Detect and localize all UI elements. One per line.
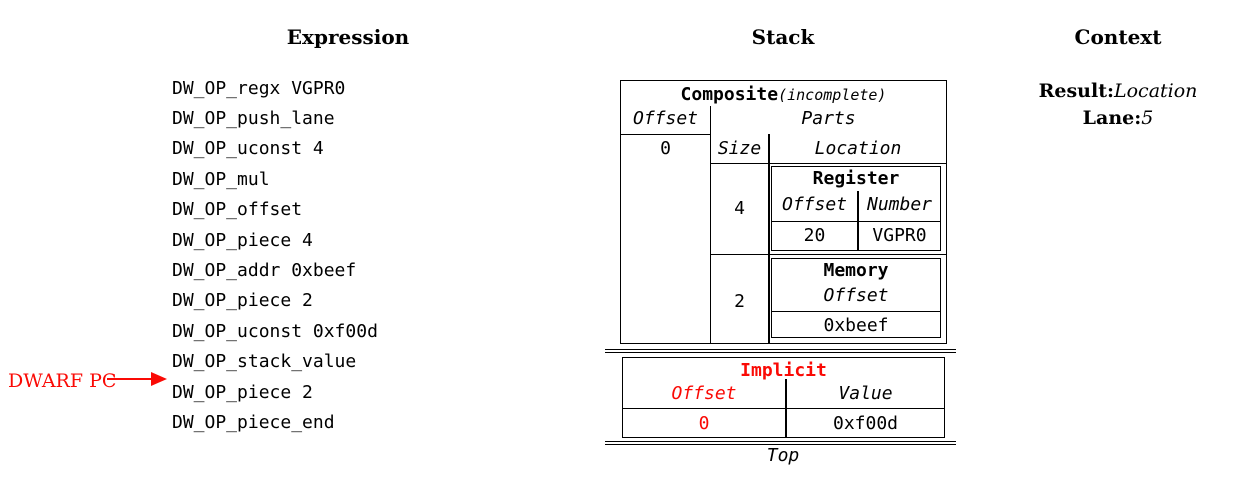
implicit-value-value: 0xf00d <box>832 413 899 434</box>
expression-op: DW_OP_offset <box>172 199 303 221</box>
composite-offset-header-rule <box>621 134 710 135</box>
lane-value: 5 <box>1141 107 1154 129</box>
implicit-header-rule <box>623 408 944 409</box>
composite-qualifier: (incomplete) <box>778 86 887 104</box>
memory-offset-value: 0xbeef <box>823 315 889 336</box>
implicit-title: Implicit <box>740 360 827 381</box>
context-result-line: Result:Location <box>1039 80 1198 102</box>
context-lane-line: Lane:5 <box>1083 107 1154 129</box>
register-number-header: Number <box>866 194 933 215</box>
memory-location-table: Memory Offset 0xbeef <box>771 258 941 338</box>
register-offset-value: 20 <box>803 225 826 246</box>
composite-subheader-rule <box>711 163 946 164</box>
expression-op: DW_OP_piece_end <box>172 411 335 433</box>
part1-size-value: 4 <box>734 198 745 219</box>
composite-size-location-divider <box>768 134 770 343</box>
result-value: Location <box>1113 80 1198 102</box>
memory-title: Memory <box>823 260 889 281</box>
register-column-divider <box>857 191 859 250</box>
composite-location-header: Location <box>814 138 902 159</box>
composite-title: Composite <box>680 84 779 105</box>
expression-op: DW_OP_stack_value <box>172 351 357 373</box>
stack-entry-implicit: Implicit Offset Value 0 0xf00d <box>622 357 945 438</box>
dwarf-pc-label: DWARF PC <box>8 370 117 392</box>
expression-op: DW_OP_push_lane <box>172 108 335 130</box>
composite-parts-header: Parts <box>801 108 856 129</box>
expression-op: DW_OP_regx VGPR0 <box>172 77 346 99</box>
expression-op: DW_OP_piece 4 <box>172 229 313 251</box>
implicit-offset-header: Offset <box>671 383 737 404</box>
expression-op-list: DW_OP_regx VGPR0 DW_OP_push_lane DW_OP_u… <box>172 73 378 438</box>
composite-part-separator <box>711 254 946 255</box>
stack-column-title: Stack <box>751 25 815 49</box>
stack-entry-separator-bottom <box>605 441 956 445</box>
composite-offset-header: Offset <box>632 108 699 129</box>
expression-column-title: Expression <box>286 25 410 49</box>
memory-offset-header: Offset <box>823 285 889 306</box>
stack-entry-composite: Composite(incomplete) Offset Parts 0 Siz… <box>620 80 947 344</box>
lane-label: Lane: <box>1082 107 1142 129</box>
composite-size-header: Size <box>717 138 762 159</box>
composite-offset-value: 0 <box>660 138 671 159</box>
expression-op: DW_OP_uconst 0xf00d <box>172 320 378 342</box>
composite-offset-parts-divider <box>710 106 711 343</box>
composite-title-row: Composite(incomplete) <box>621 84 946 105</box>
part2-size-value: 2 <box>734 291 745 312</box>
stack-top-label: Top <box>766 445 800 466</box>
context-column-title: Context <box>1074 25 1162 49</box>
implicit-offset-value: 0 <box>698 413 710 434</box>
register-offset-header: Offset <box>781 194 848 215</box>
register-location-table: Register Offset Number 20 VGPR0 <box>771 166 941 251</box>
expression-op: DW_OP_uconst 4 <box>172 138 324 160</box>
dwarf-pc-arrow-icon <box>151 372 167 386</box>
stack-entry-separator-top <box>605 349 956 353</box>
expression-op: DW_OP_mul <box>172 168 270 190</box>
register-title: Register <box>812 168 900 189</box>
expression-op: DW_OP_addr 0xbeef <box>172 260 357 282</box>
register-number-value: VGPR0 <box>872 225 927 246</box>
implicit-value-header: Value <box>838 383 893 404</box>
expression-op: DW_OP_piece 2 <box>172 290 313 312</box>
expression-op: DW_OP_piece 2 <box>172 381 313 403</box>
register-header-rule <box>772 221 940 222</box>
result-label: Result: <box>1038 80 1114 102</box>
dwarf-pc-arrow-line <box>107 378 152 380</box>
memory-header-rule <box>772 311 940 312</box>
